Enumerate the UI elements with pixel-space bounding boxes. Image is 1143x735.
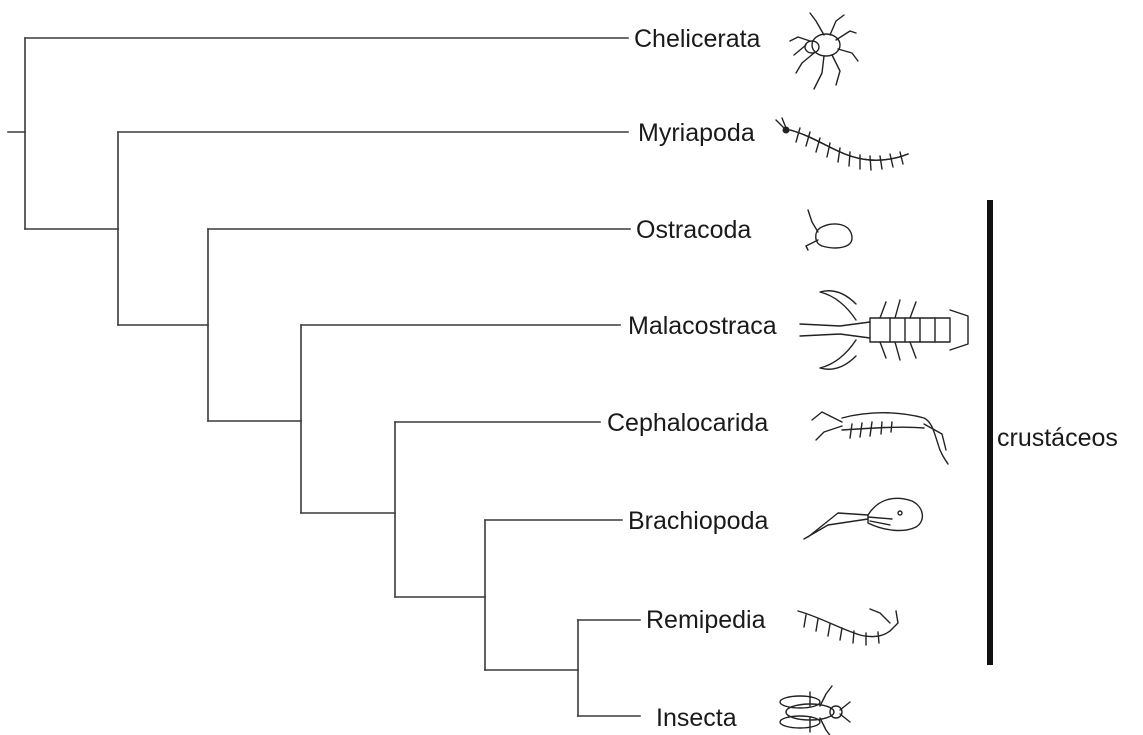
tree-branches — [8, 38, 640, 716]
crustacean-clade-bracket: crustáceos — [990, 200, 1118, 665]
cephalocarid-icon — [812, 412, 948, 464]
clade-label: crustáceos — [997, 424, 1118, 452]
spider-icon — [790, 13, 858, 89]
insect-icon — [780, 686, 850, 735]
taxon-label-remipedia: Remipedia — [646, 606, 766, 634]
taxon-label-brachiopoda: Brachiopoda — [628, 507, 768, 535]
branchiopod-icon — [804, 498, 922, 539]
taxon-labels: Chelicerata Myriapoda Ostracoda Malacost… — [607, 25, 777, 732]
remipede-icon — [798, 609, 898, 645]
ostracod-icon — [806, 210, 852, 250]
millipede-icon — [776, 118, 908, 170]
taxon-label-insecta: Insecta — [656, 704, 737, 732]
taxon-label-chelicerata: Chelicerata — [634, 25, 761, 53]
taxon-label-myriapoda: Myriapoda — [638, 119, 755, 147]
taxon-label-ostracoda: Ostracoda — [636, 216, 751, 244]
taxon-label-cephalocarida: Cephalocarida — [607, 409, 768, 437]
lobster-icon — [800, 291, 968, 370]
taxon-label-malacostraca: Malacostraca — [628, 312, 777, 340]
